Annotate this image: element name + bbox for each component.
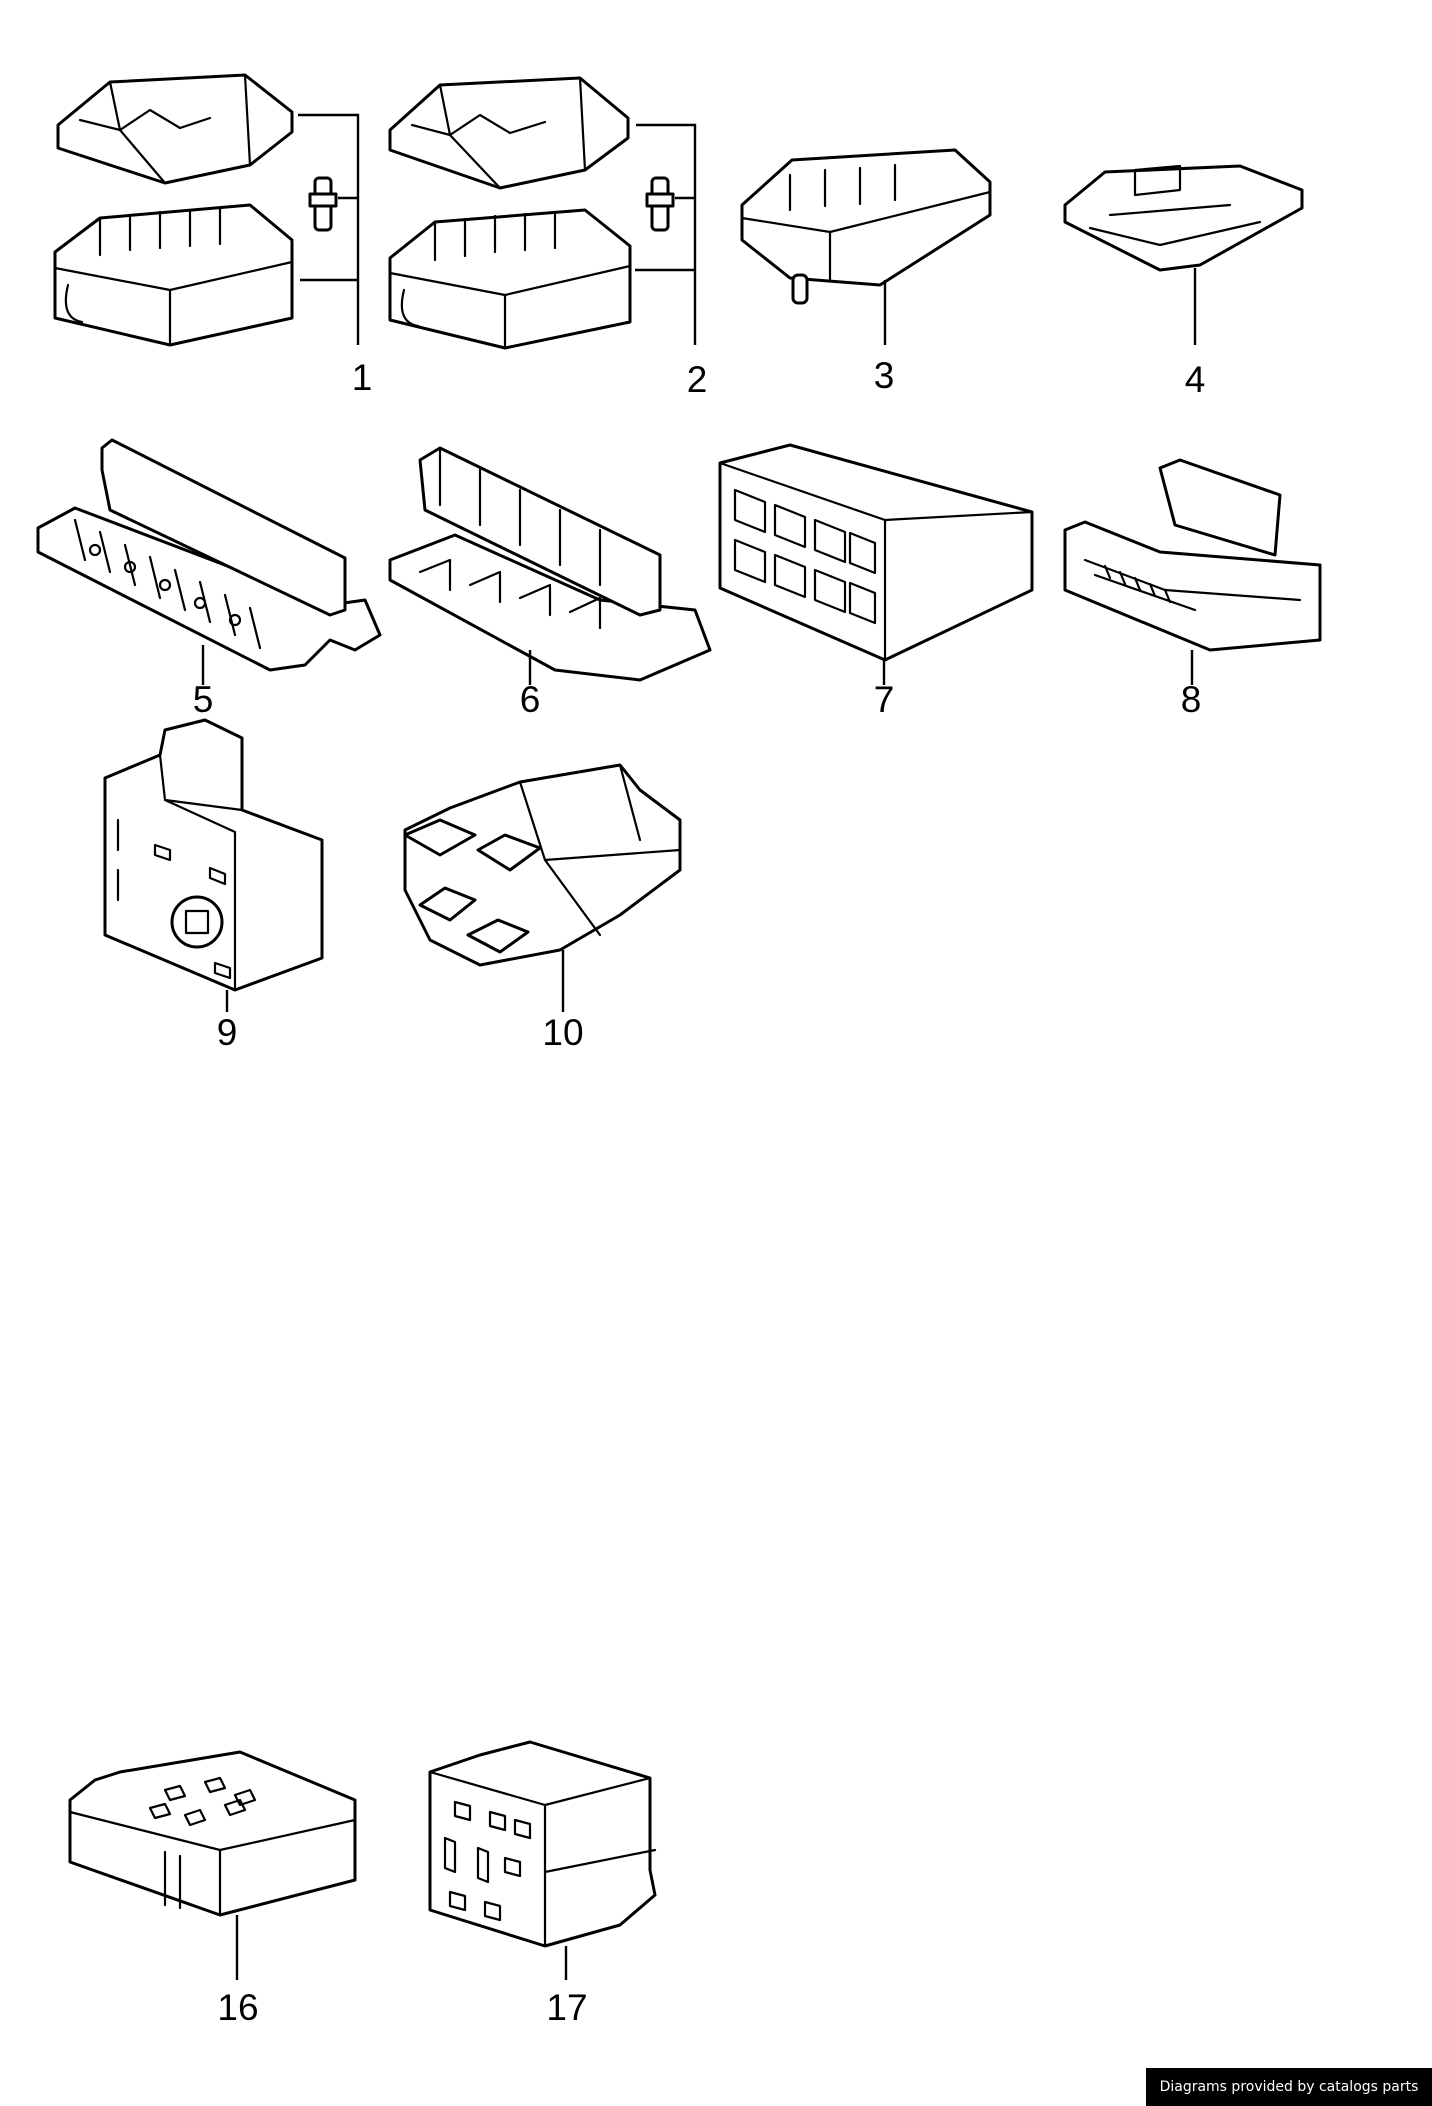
- callout-1: 1: [352, 357, 373, 398]
- callout-8: 8: [1181, 679, 1202, 720]
- callout-2: 2: [687, 359, 708, 400]
- part-5-connector-strip: [36, 438, 382, 685]
- part-17-box-housing: [428, 1740, 657, 1980]
- part-7-8way-connector: [718, 443, 1034, 685]
- callout-16: 16: [217, 1987, 258, 2028]
- callout-3: 3: [874, 355, 895, 396]
- callout-9: 9: [217, 1012, 238, 1053]
- part-4-contact-carrier: [1063, 164, 1304, 345]
- callout-17: 17: [546, 1987, 587, 2028]
- part-3-housing: [740, 148, 992, 345]
- part-1-housing-with-cover: [53, 73, 360, 347]
- callout-10: 10: [542, 1012, 583, 1053]
- part-10-round-pin-connector: [403, 763, 682, 1012]
- part-6-connector-housing: [388, 446, 712, 685]
- part-9-connector-block: [103, 718, 324, 1012]
- callout-4: 4: [1185, 359, 1206, 400]
- part-16-flat-housing: [68, 1750, 357, 1980]
- part-2-housing-with-cover: [388, 76, 697, 350]
- credit-banner: Diagrams provided by catalogs parts: [1146, 2068, 1432, 2106]
- callout-5: 5: [193, 679, 214, 720]
- callout-7: 7: [874, 679, 895, 720]
- callout-6: 6: [520, 679, 541, 720]
- part-8-flat-connector: [1063, 458, 1322, 685]
